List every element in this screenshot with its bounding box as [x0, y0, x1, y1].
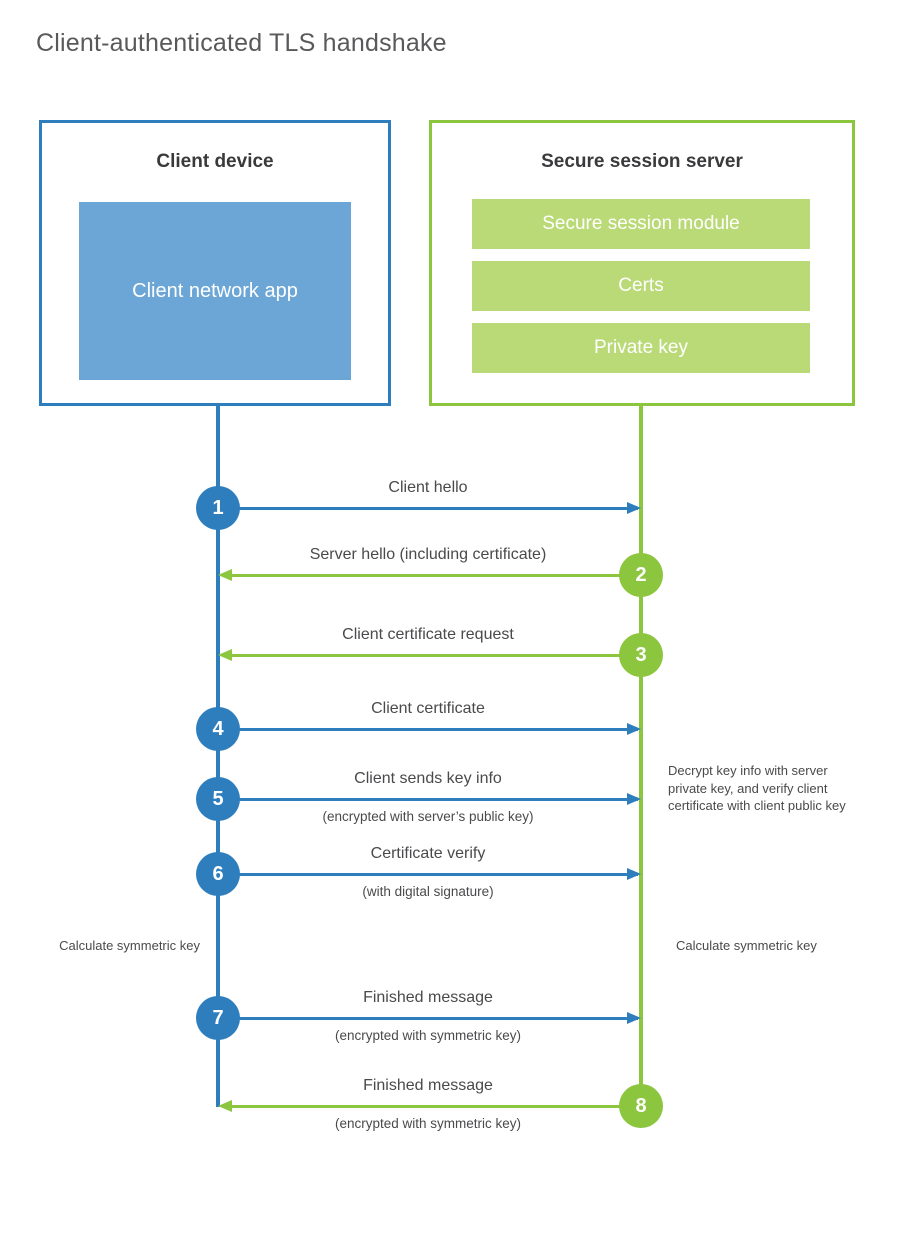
- message-arrow-line-3: [222, 654, 640, 657]
- server-component-secure-session-module: Secure session module: [472, 199, 810, 249]
- step-badge-1: 1: [196, 486, 240, 530]
- message-arrow-line-2: [222, 574, 640, 577]
- step-badge-3: 3: [619, 633, 663, 677]
- message-arrow-line-5: [218, 798, 638, 801]
- client-network-app-label: Client network app: [132, 280, 298, 302]
- message-label-4: Client certificate: [371, 700, 485, 717]
- note-client-calculate-symmetric-key: Calculate symmetric key: [59, 938, 200, 953]
- message-arrow-line-4: [218, 728, 638, 731]
- message-label-1: Client hello: [388, 479, 468, 496]
- message-arrow-line-7: [218, 1017, 638, 1020]
- server-component-certs: Certs: [472, 261, 810, 311]
- message-arrow-head-6: [627, 868, 641, 880]
- message-arrow-head-4: [627, 723, 641, 735]
- message-label-2: Server hello (including certificate): [309, 546, 547, 563]
- page-title: Client-authenticated TLS handshake: [36, 29, 447, 57]
- note-server-decrypt: Decrypt key info with server private key…: [668, 763, 846, 813]
- client-lifeline: [216, 404, 220, 1107]
- secure-session-server-box: Secure session server Secure session mod…: [429, 120, 855, 406]
- step-badge-6: 6: [196, 852, 240, 896]
- client-network-app-block: Client network app: [79, 202, 351, 380]
- message-sublabel-6: (with digital signature): [362, 884, 494, 899]
- message-label-3: Client certificate request: [342, 626, 514, 643]
- message-label-7: Finished message: [363, 989, 493, 1006]
- message-sublabel-5: (encrypted with server’s public key): [322, 809, 534, 824]
- step-badge-4: 4: [196, 707, 240, 751]
- message-arrow-line-8: [222, 1105, 640, 1108]
- message-arrow-head-7: [627, 1012, 641, 1024]
- message-arrow-line-6: [218, 873, 638, 876]
- message-label-6: Certificate verify: [370, 845, 486, 862]
- message-label-8: Finished message: [363, 1077, 493, 1094]
- message-arrow-line-1: [218, 507, 638, 510]
- message-sublabel-8: (encrypted with symmetric key): [334, 1116, 522, 1131]
- secure-session-server-title: Secure session server: [541, 151, 743, 172]
- message-sublabel-7: (encrypted with symmetric key): [334, 1028, 522, 1043]
- message-arrow-head-8: [218, 1100, 232, 1112]
- message-label-5: Client sends key info: [354, 770, 502, 787]
- message-arrow-head-1: [627, 502, 641, 514]
- step-badge-2: 2: [619, 553, 663, 597]
- step-badge-7: 7: [196, 996, 240, 1040]
- client-device-box: Client device Client network app: [39, 120, 391, 406]
- server-lifeline: [639, 404, 643, 1107]
- message-arrow-head-3: [218, 649, 232, 661]
- message-arrow-head-2: [218, 569, 232, 581]
- server-component-private-key: Private key: [472, 323, 810, 373]
- step-badge-8: 8: [619, 1084, 663, 1128]
- message-arrow-head-5: [627, 793, 641, 805]
- client-device-title: Client device: [156, 151, 274, 172]
- step-badge-5: 5: [196, 777, 240, 821]
- note-server-calculate-symmetric-key: Calculate symmetric key: [676, 938, 817, 953]
